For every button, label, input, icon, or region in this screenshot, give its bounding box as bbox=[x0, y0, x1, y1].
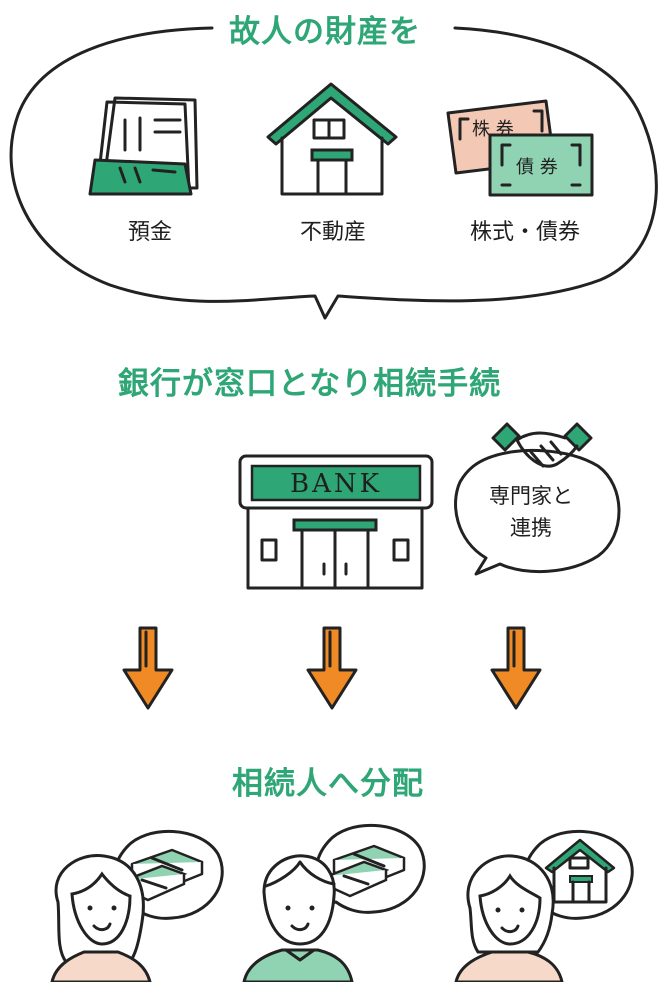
stock-certificate-text: 株 券 bbox=[472, 119, 514, 140]
expert-bubble-text: 専門家と 連携 bbox=[466, 480, 596, 544]
arrow-down-icon-2 bbox=[306, 626, 358, 710]
house-icon-small bbox=[544, 838, 616, 904]
assets-title: 故人の財産を bbox=[229, 14, 421, 50]
handshake-icon bbox=[491, 422, 593, 468]
house-icon bbox=[266, 82, 398, 196]
assets-thought-bubble bbox=[9, 26, 658, 320]
asset-label-stocks-bonds: 株式・債券 bbox=[469, 220, 580, 245]
money-stack-icon-1 bbox=[122, 848, 204, 902]
woman-avatar-icon bbox=[50, 854, 152, 982]
bankbook-icon bbox=[88, 96, 199, 196]
certificate-icon: 株 券 債 券 bbox=[446, 99, 594, 197]
asset-label-deposit: 預金 bbox=[127, 220, 172, 245]
man-avatar-icon bbox=[242, 854, 354, 982]
heirs-title: 相続人へ分配 bbox=[232, 766, 424, 802]
bond-certificate-text: 債 券 bbox=[516, 157, 558, 178]
arrow-down-icon-1 bbox=[122, 626, 174, 710]
bank-sign: BANK bbox=[289, 469, 383, 499]
arrow-down-icon-3 bbox=[490, 626, 542, 710]
elder-woman-avatar-icon bbox=[454, 854, 564, 982]
asset-label-real-estate: 不動産 bbox=[299, 220, 366, 245]
expert-bubble-line-2: 連携 bbox=[510, 516, 552, 540]
expert-speech-bubble bbox=[454, 449, 621, 576]
money-stack-icon-2 bbox=[324, 844, 406, 898]
bank-building-icon bbox=[238, 454, 434, 590]
bank-title: 銀行が窓口となり相続手続 bbox=[118, 366, 502, 402]
expert-bubble-line-1: 専門家と bbox=[489, 484, 573, 508]
